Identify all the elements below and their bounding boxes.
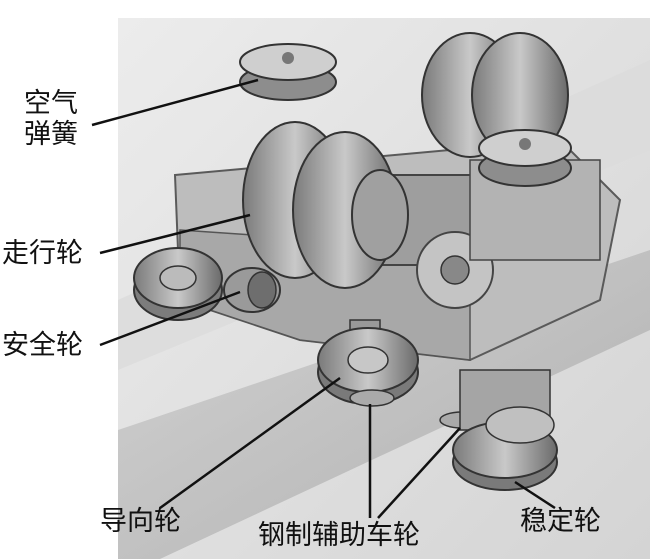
front-walking-wheels <box>242 121 409 289</box>
safety-wheel-label: 安全轮 <box>2 330 83 361</box>
guide-wheel-label: 导向轮 <box>100 506 181 537</box>
left-guide-wheel <box>133 247 223 321</box>
air-spring-right <box>478 129 572 187</box>
air-spring-label-line2: 弹簧 <box>24 119 78 151</box>
stabilizer-wheel-label: 稳定轮 <box>520 506 601 537</box>
walking-wheel-label: 走行轮 <box>2 238 83 269</box>
safety-wheel <box>223 267 281 313</box>
leader-lines <box>91 78 556 519</box>
air-spring-label-line1: 空气 <box>24 88 78 119</box>
air-spring-left <box>239 43 337 101</box>
guide-wheel <box>317 319 419 405</box>
leader-stabilizer <box>514 480 556 510</box>
brake-disc-hub <box>440 255 470 285</box>
leader-safety-wheel <box>99 290 241 347</box>
air-spring-label: 空气 弹簧 <box>24 88 86 150</box>
leader-guide-wheel <box>159 376 341 510</box>
leader-air-spring <box>91 78 259 127</box>
stabilizer-wheel <box>452 369 558 491</box>
leader-steel-2 <box>377 427 461 519</box>
rear-walking-wheels <box>421 32 569 158</box>
leader-walking-wheel <box>99 213 251 255</box>
steel-aux-wheel-label: 钢制辅助车轮 <box>258 520 420 551</box>
